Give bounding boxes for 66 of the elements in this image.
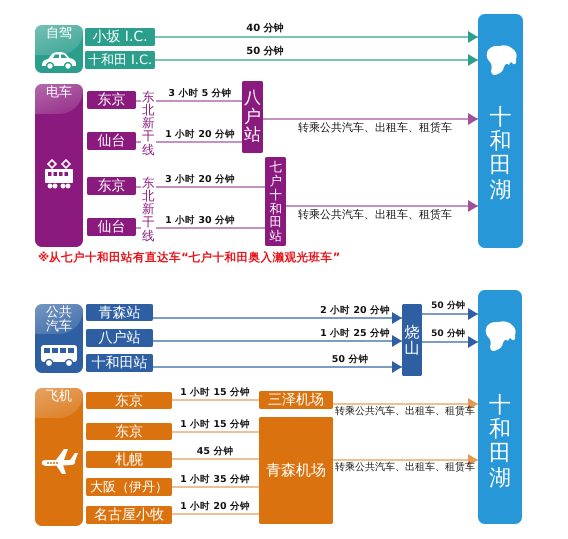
edge-label: 45 分钟 [196, 446, 234, 456]
arrow [422, 308, 478, 320]
connector-line [136, 227, 265, 229]
edge-label: 1 小时 20 分钟 [180, 502, 250, 511]
arrow [153, 361, 402, 373]
destination-box: 十和田湖 [478, 14, 523, 248]
station-box: 青森机场 [259, 417, 333, 524]
connector-line [172, 458, 259, 460]
line-name: 东北新干线 [141, 90, 156, 156]
destination-box: 十和田湖 [478, 290, 522, 524]
arrow [333, 454, 478, 466]
station-box: 七户十和田站 [265, 157, 286, 246]
edge-label: 50 分钟 [431, 302, 465, 311]
connector-line [172, 486, 259, 488]
arrow [155, 31, 478, 43]
arrow [286, 200, 478, 212]
station-box: 小坂 I.C. [85, 28, 155, 46]
station-box: 仙台 [87, 218, 136, 236]
category-box: 公共汽车 [35, 304, 83, 373]
edge-label: 1 小时 15 分钟 [180, 420, 250, 429]
connector-line [172, 399, 259, 401]
station-box: 札幌 [86, 451, 172, 468]
station-box: 烧山 [402, 304, 422, 376]
station-box: 十和田站 [86, 354, 153, 372]
station-box: 十和田 I.C. [85, 51, 155, 69]
arrow [333, 398, 478, 410]
station-box: 大阪（伊丹） [86, 478, 172, 496]
edge-label: 1 小时 20 分钟 [165, 130, 235, 139]
edge-label: 转乘公共汽车、出租车、租赁车 [335, 463, 475, 473]
edge-label: 转乘公共汽车、出租车、租赁车 [298, 209, 452, 220]
edge-label: 1 小时 25 分钟 [320, 328, 390, 338]
arrow [263, 113, 478, 125]
station-box: 东京 [87, 91, 136, 109]
station-box: 青森站 [86, 304, 153, 321]
edge-label: 1 小时 35 分钟 [180, 474, 250, 484]
arrow [422, 336, 478, 348]
arrow [153, 312, 402, 324]
connector-line [136, 186, 265, 188]
edge-label: 2 小时 20 分钟 [320, 306, 390, 315]
station-box: 三泽机场 [259, 391, 333, 409]
arrow [155, 54, 478, 66]
arrow [153, 335, 402, 347]
edge-label: 3 小时 20 分钟 [165, 174, 235, 184]
edge-label: 50 分钟 [431, 330, 465, 339]
edge-label: 转乘公共汽车、出租车、租赁车 [335, 407, 475, 417]
station-box: 东京 [86, 423, 172, 440]
station-box: 仙台 [87, 132, 136, 150]
category-box: 自驾 [35, 25, 83, 73]
edge-label: 50 分钟 [332, 354, 368, 364]
station-box: 名古屋小牧 [86, 506, 172, 524]
line-name: 东北新干线 [141, 176, 156, 242]
edge-label: 50 分钟 [246, 47, 284, 57]
category-box: 飞机 [35, 388, 83, 526]
station-box: 八户站 [86, 329, 153, 347]
connector-line [172, 431, 259, 433]
edge-label: 3 小时 5 分钟 [168, 88, 232, 98]
edge-label: 40 分钟 [246, 24, 284, 34]
station-box: 东京 [87, 177, 136, 195]
note: ※从七户十和田站有直达车“七户十和田奥入濑观光班车” [38, 250, 340, 265]
category-box: 电车 [35, 84, 83, 247]
edge-label: 1 小时 15 分钟 [180, 388, 250, 397]
connector-line [172, 513, 259, 515]
edge-label: 1 小时 30 分钟 [165, 216, 235, 225]
station-box: 八户站 [242, 81, 263, 153]
edge-label: 转乘公共汽车、出租车、租赁车 [298, 122, 452, 133]
station-box: 东京 [86, 392, 172, 409]
